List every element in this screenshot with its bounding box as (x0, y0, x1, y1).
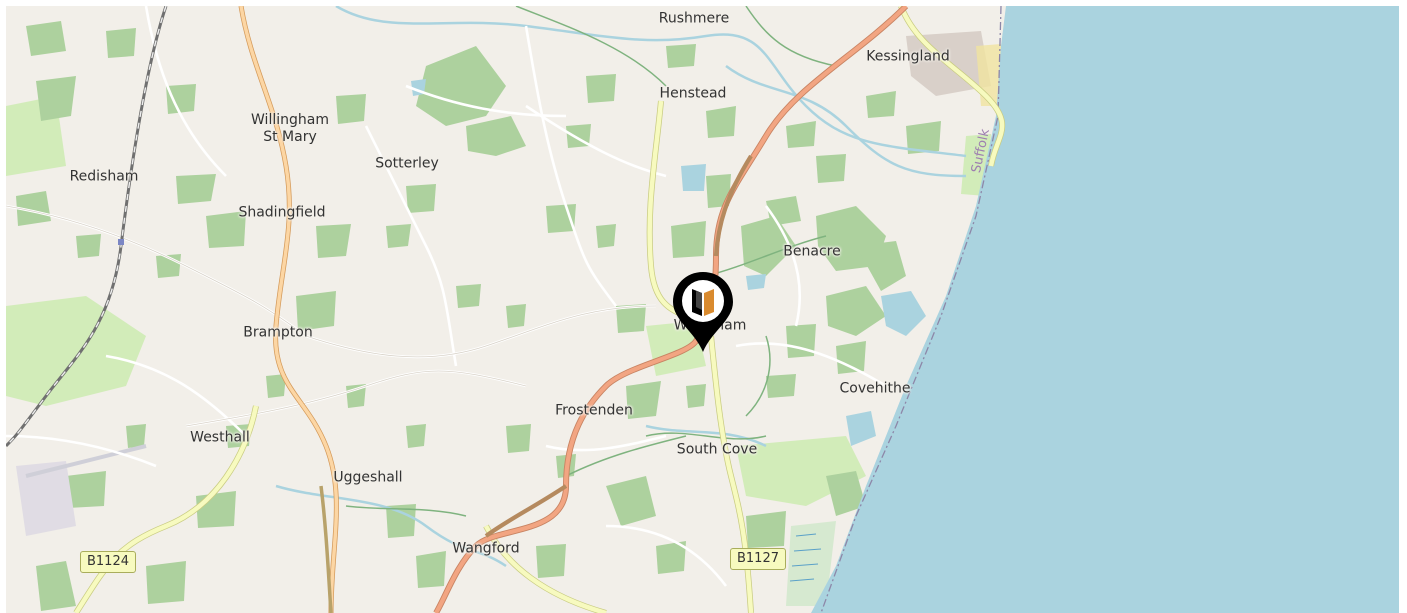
place-label-henstead: Henstead (659, 85, 727, 102)
map-canvas (6, 6, 1399, 613)
trunk-road (434, 6, 908, 613)
place-label-sotterley: Sotterley (375, 155, 439, 172)
map-marker-pin[interactable] (671, 270, 735, 354)
trunk-road-section (713, 154, 753, 257)
place-label-westhall: Westhall (190, 429, 250, 446)
trunk-road-section-south (484, 484, 568, 538)
sea-area (811, 6, 1399, 613)
place-label-uggeshall: Uggeshall (333, 469, 403, 486)
primary-road-section (319, 485, 333, 613)
place-label-wangford: Wangford (452, 540, 520, 557)
place-label-willingham-st-mary: Willingham St Mary (251, 112, 329, 145)
footpaths (345, 6, 837, 517)
railway-line-dashes (6, 6, 167, 447)
place-label-rushmere: Rushmere (658, 10, 730, 27)
rivers (275, 6, 967, 568)
place-label-kessingland: Kessingland (866, 48, 950, 65)
minor-road-casings (6, 205, 657, 427)
runway (25, 444, 147, 478)
map-view[interactable]: Rushmere Kessingland Henstead Willingham… (6, 6, 1399, 613)
road-shield-b1124: B1124 (79, 551, 137, 573)
marsh-areas (786, 521, 836, 606)
woodland-areas (16, 21, 956, 611)
primary-road (239, 6, 339, 613)
airfield-area (16, 461, 76, 536)
place-label-brampton: Brampton (243, 324, 313, 341)
place-label-covehithe: Covehithe (839, 380, 911, 397)
marsh-hatching (789, 533, 822, 582)
place-label-benacre: Benacre (783, 243, 841, 260)
place-label-shadingfield: Shadingfield (238, 204, 326, 221)
lakes (411, 79, 926, 446)
coastline-boundary (820, 6, 1002, 613)
place-label-frostenden: Frostenden (555, 402, 633, 419)
book-shop-icon (692, 289, 714, 316)
place-label-redisham: Redisham (69, 168, 139, 185)
railway-station-marker (118, 239, 124, 245)
road-shield-b1127: B1127 (729, 548, 787, 570)
place-label-south-cove: South Cove (676, 441, 758, 458)
